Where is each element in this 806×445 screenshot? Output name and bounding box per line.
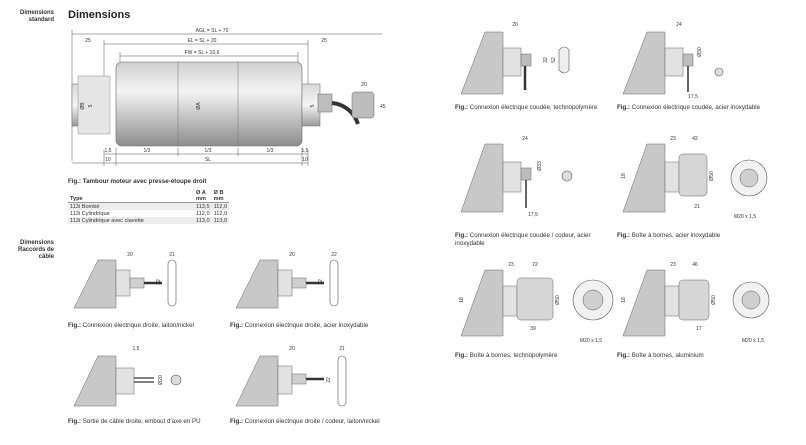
fig8-dim-e: 39 bbox=[530, 326, 536, 332]
fig5-dim-a: 24 bbox=[676, 22, 682, 28]
dim-10-left: 10 bbox=[105, 157, 111, 163]
fig7-dim-d: Ø50 bbox=[709, 171, 715, 181]
figure-angled-encoder: 24 Ø33 17,5 bbox=[460, 136, 573, 218]
dim-third-a: 1/3 bbox=[144, 148, 151, 154]
figure-angled-stainless: 24 Ø30 17,5 bbox=[622, 22, 724, 100]
figure-terminal-box-aluminium: 23 46 18 Ø50 17 M20 x 1,5 bbox=[621, 262, 770, 344]
figure-angled-technopolymer: 20 32 52 bbox=[460, 22, 570, 95]
fig0-dim-a: 20 bbox=[127, 252, 133, 258]
dim-dia-b: ØB bbox=[80, 102, 86, 110]
fig9-dim-f: M20 x 1,5 bbox=[742, 338, 764, 344]
fig3-dim-b: 21 bbox=[339, 346, 345, 352]
figure-caption: Fig.: Connexion électrique droite, laito… bbox=[68, 322, 194, 329]
fig9-dim-e: 17 bbox=[696, 326, 702, 332]
fig9-dim-d: Ø50 bbox=[711, 295, 717, 305]
table-row: 113i Cylindrique 112,0 112,0 bbox=[68, 210, 229, 217]
spec-cell-type: 113i Cylindrique avec clavette bbox=[68, 217, 194, 224]
dim-plug-20: 20 bbox=[361, 82, 367, 88]
fig9-dim-a: 23 bbox=[670, 262, 676, 268]
fig3-dim-c: 22 bbox=[326, 377, 332, 383]
figure-caption: Fig.: Connexion électrique droite / code… bbox=[230, 418, 380, 425]
fig8-dim-f: M20 x 1,5 bbox=[580, 338, 602, 344]
fig7-dim-b: 42 bbox=[692, 136, 698, 142]
fig1-dim-a: 20 bbox=[289, 252, 295, 258]
spec-cell-dia-a: 113,5 bbox=[194, 202, 212, 210]
fig6-dim-c: 17,5 bbox=[528, 212, 538, 218]
fig5-dim-b: Ø30 bbox=[697, 47, 703, 57]
table-row: 113i Bombé 113,5 112,0 bbox=[68, 202, 230, 210]
fig1-dim-b: 22 bbox=[331, 252, 337, 258]
figure-terminal-box-stainless: 23 42 18 Ø50 21 M20 x 1,5 bbox=[621, 136, 768, 220]
fig4-dim-c: 52 bbox=[551, 57, 557, 63]
dim-el: EL = SL + 20 bbox=[188, 38, 217, 44]
figure-caption: Fig.: Connexion électrique droite, acier… bbox=[230, 322, 369, 329]
dim-left-5: 5 bbox=[88, 104, 94, 107]
spec-header-dia-a: Ø A mm bbox=[194, 190, 212, 203]
fig2-dim-b: Ø20 bbox=[158, 375, 164, 385]
fig8-dim-a: 23 bbox=[508, 262, 514, 268]
page-title: Dimensions bbox=[68, 9, 131, 21]
fig7-dim-e: 21 bbox=[694, 204, 700, 210]
fig4-dim-a: 20 bbox=[512, 22, 518, 28]
figure-caption: Fig.: Connexion électrique coudée / code… bbox=[455, 232, 591, 247]
spec-header-type: Type bbox=[68, 190, 194, 203]
dim-agl: AGL = SL + 70 bbox=[196, 28, 229, 34]
dim-10-right: 10 bbox=[302, 157, 308, 163]
main-caption: Fig.: Tambour moteur avec presse-étoupe … bbox=[68, 178, 207, 185]
fig9-dim-b: 46 bbox=[692, 262, 698, 268]
figure-caption: Fig.: Boîte à bornes, aluminium bbox=[617, 352, 704, 359]
figure-straight-encoder: 20 21 22 bbox=[235, 346, 347, 407]
fig8-dim-d: Ø50 bbox=[555, 295, 561, 305]
dim-plug-45: 45 bbox=[380, 104, 386, 110]
dim-sl: SL bbox=[205, 157, 211, 163]
figure-caption: Fig.: Connexion électrique coudée, acier… bbox=[617, 104, 761, 111]
fig5-dim-c: 17,5 bbox=[688, 94, 698, 100]
spec-cell-dia-b: 113,0 bbox=[211, 217, 230, 224]
dim-left-25: 25 bbox=[85, 38, 91, 44]
dim-right-5: 5 bbox=[310, 104, 316, 107]
table-row: 113i Cylindrique avec clavette 113,0 113… bbox=[68, 217, 230, 224]
fig7-dim-c: 18 bbox=[621, 173, 627, 179]
figure-caption: Fig.: Sortie de câble droite, embout d'a… bbox=[68, 418, 201, 425]
fig0-dim-b: 21 bbox=[169, 252, 175, 258]
figure-straight-stainless: 20 22 22 bbox=[235, 252, 339, 309]
spec-table-container: Type Ø A mm Ø B mm 113i Bombé 113,5 112,… bbox=[68, 190, 230, 224]
dim-1-5-left: 1,5 bbox=[105, 148, 112, 154]
figure-straight-brass: 20 21 22 bbox=[73, 252, 177, 309]
spec-cell-dia-a: 113,0 bbox=[194, 217, 212, 224]
fig8-dim-c: 18 bbox=[459, 297, 465, 303]
fig2-dim-a: 1,5 bbox=[133, 346, 140, 352]
figure-caption: Fig.: Boîte à bornes, acier inoxydable bbox=[617, 232, 721, 239]
spec-table: Type Ø A mm Ø B mm 113i Bombé 113,5 112,… bbox=[68, 190, 230, 224]
fig7-dim-f: M20 x 1,5 bbox=[734, 214, 756, 220]
spec-cell-type: 113i Bombé bbox=[68, 202, 194, 210]
motor-drum-drawing: AGL = SL + 70 EL = SL + 20 FW = SL + 10,… bbox=[71, 28, 386, 166]
fig7-dim-a: 23 bbox=[670, 136, 676, 142]
spec-header-dia-b: Ø B mm bbox=[211, 190, 230, 203]
sidebar-label-standard: Dimensions standard bbox=[19, 10, 54, 23]
spec-cell-dia-b: 112,0 bbox=[213, 210, 228, 217]
figure-cable-pu-shaft: 1,5 Ø20 bbox=[73, 346, 182, 407]
fig1-dim-c: 22 bbox=[318, 279, 324, 285]
dim-1-5-right: 1,5 bbox=[302, 148, 309, 154]
fig6-dim-a: 24 bbox=[522, 136, 528, 142]
figure-caption: Fig.: Connexion électrique coudée, techn… bbox=[455, 104, 598, 111]
figure-caption: Fig.: Boîte à bornes, technopolymère bbox=[455, 352, 558, 359]
fig0-dim-c: 22 bbox=[156, 279, 162, 285]
sidebar-label-connections: Dimensions Raccords de câble bbox=[17, 240, 54, 260]
fig6-dim-b: Ø33 bbox=[537, 161, 543, 171]
fig3-dim-a: 20 bbox=[289, 346, 295, 352]
fig4-dim-b: 32 bbox=[543, 57, 549, 63]
dim-fw: FW = SL + 10,6 bbox=[185, 50, 220, 56]
fig9-dim-c: 18 bbox=[621, 297, 627, 303]
spec-cell-dia-a: 112,0 bbox=[196, 210, 210, 217]
spec-cell-type: 113i Cylindrique bbox=[70, 210, 110, 217]
dim-dia-a: ØA bbox=[196, 102, 202, 110]
spec-cell-dia-b: 112,0 bbox=[211, 202, 230, 210]
dim-third-b: 1/3 bbox=[205, 148, 212, 154]
figure-terminal-box-technopolymer: 23 72 18 Ø50 39 M20 x 1,5 bbox=[459, 262, 614, 344]
fig8-dim-b: 72 bbox=[532, 262, 538, 268]
dim-third-c: 1/3 bbox=[267, 148, 274, 154]
dim-right-25: 25 bbox=[321, 38, 327, 44]
